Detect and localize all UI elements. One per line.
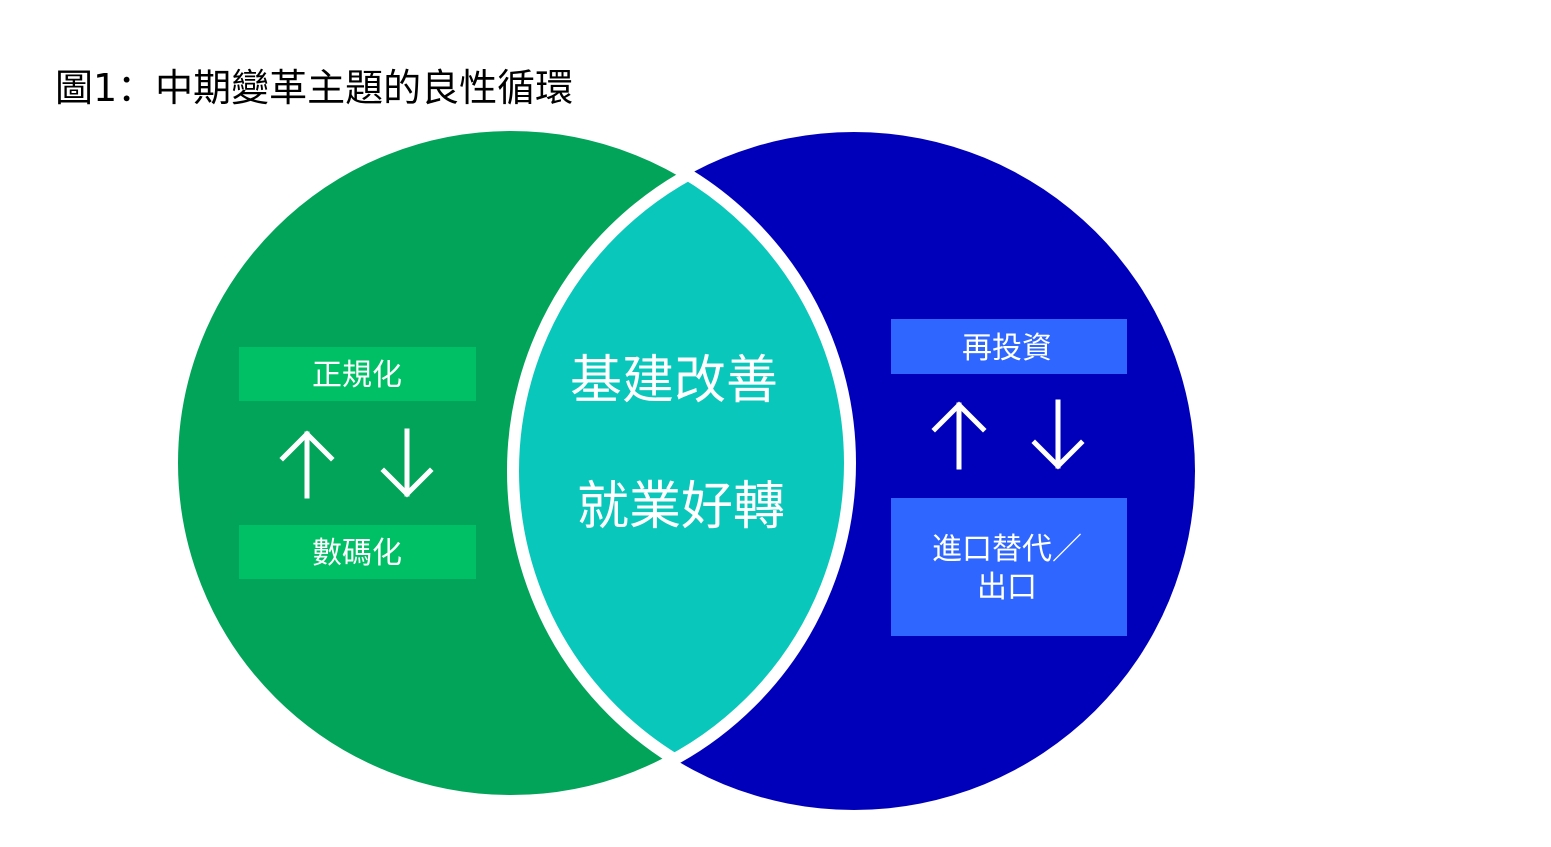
right-bottom-box-label-line-2: 出口 (977, 570, 1037, 605)
right-down-arrow-icon (1031, 399, 1085, 470)
left-top-box-label: 正規化 (312, 358, 402, 393)
left-bottom-box-label: 數碼化 (312, 536, 402, 571)
left-bottom-box (239, 525, 476, 579)
right-circle-outline (507, 126, 850, 801)
diagram-title: 圖1：中期變革主題的良性循環 (55, 66, 573, 110)
overlap-region (513, 132, 850, 801)
left-up-arrow-icon (279, 430, 335, 499)
left-top-box (239, 347, 476, 401)
right-bottom-box-label-line-1: 進口替代／ (932, 532, 1082, 567)
overlap-line-1: 基建改善 (570, 351, 778, 411)
overlap-line-2: 就業好轉 (577, 477, 785, 537)
right-top-box-label: 再投資 (962, 331, 1052, 366)
right-top-box (891, 319, 1127, 374)
left-down-arrow-icon (380, 428, 434, 498)
right-up-arrow-icon (931, 401, 987, 470)
right-bottom-box (891, 498, 1127, 636)
left-circle-outline (166, 119, 856, 807)
